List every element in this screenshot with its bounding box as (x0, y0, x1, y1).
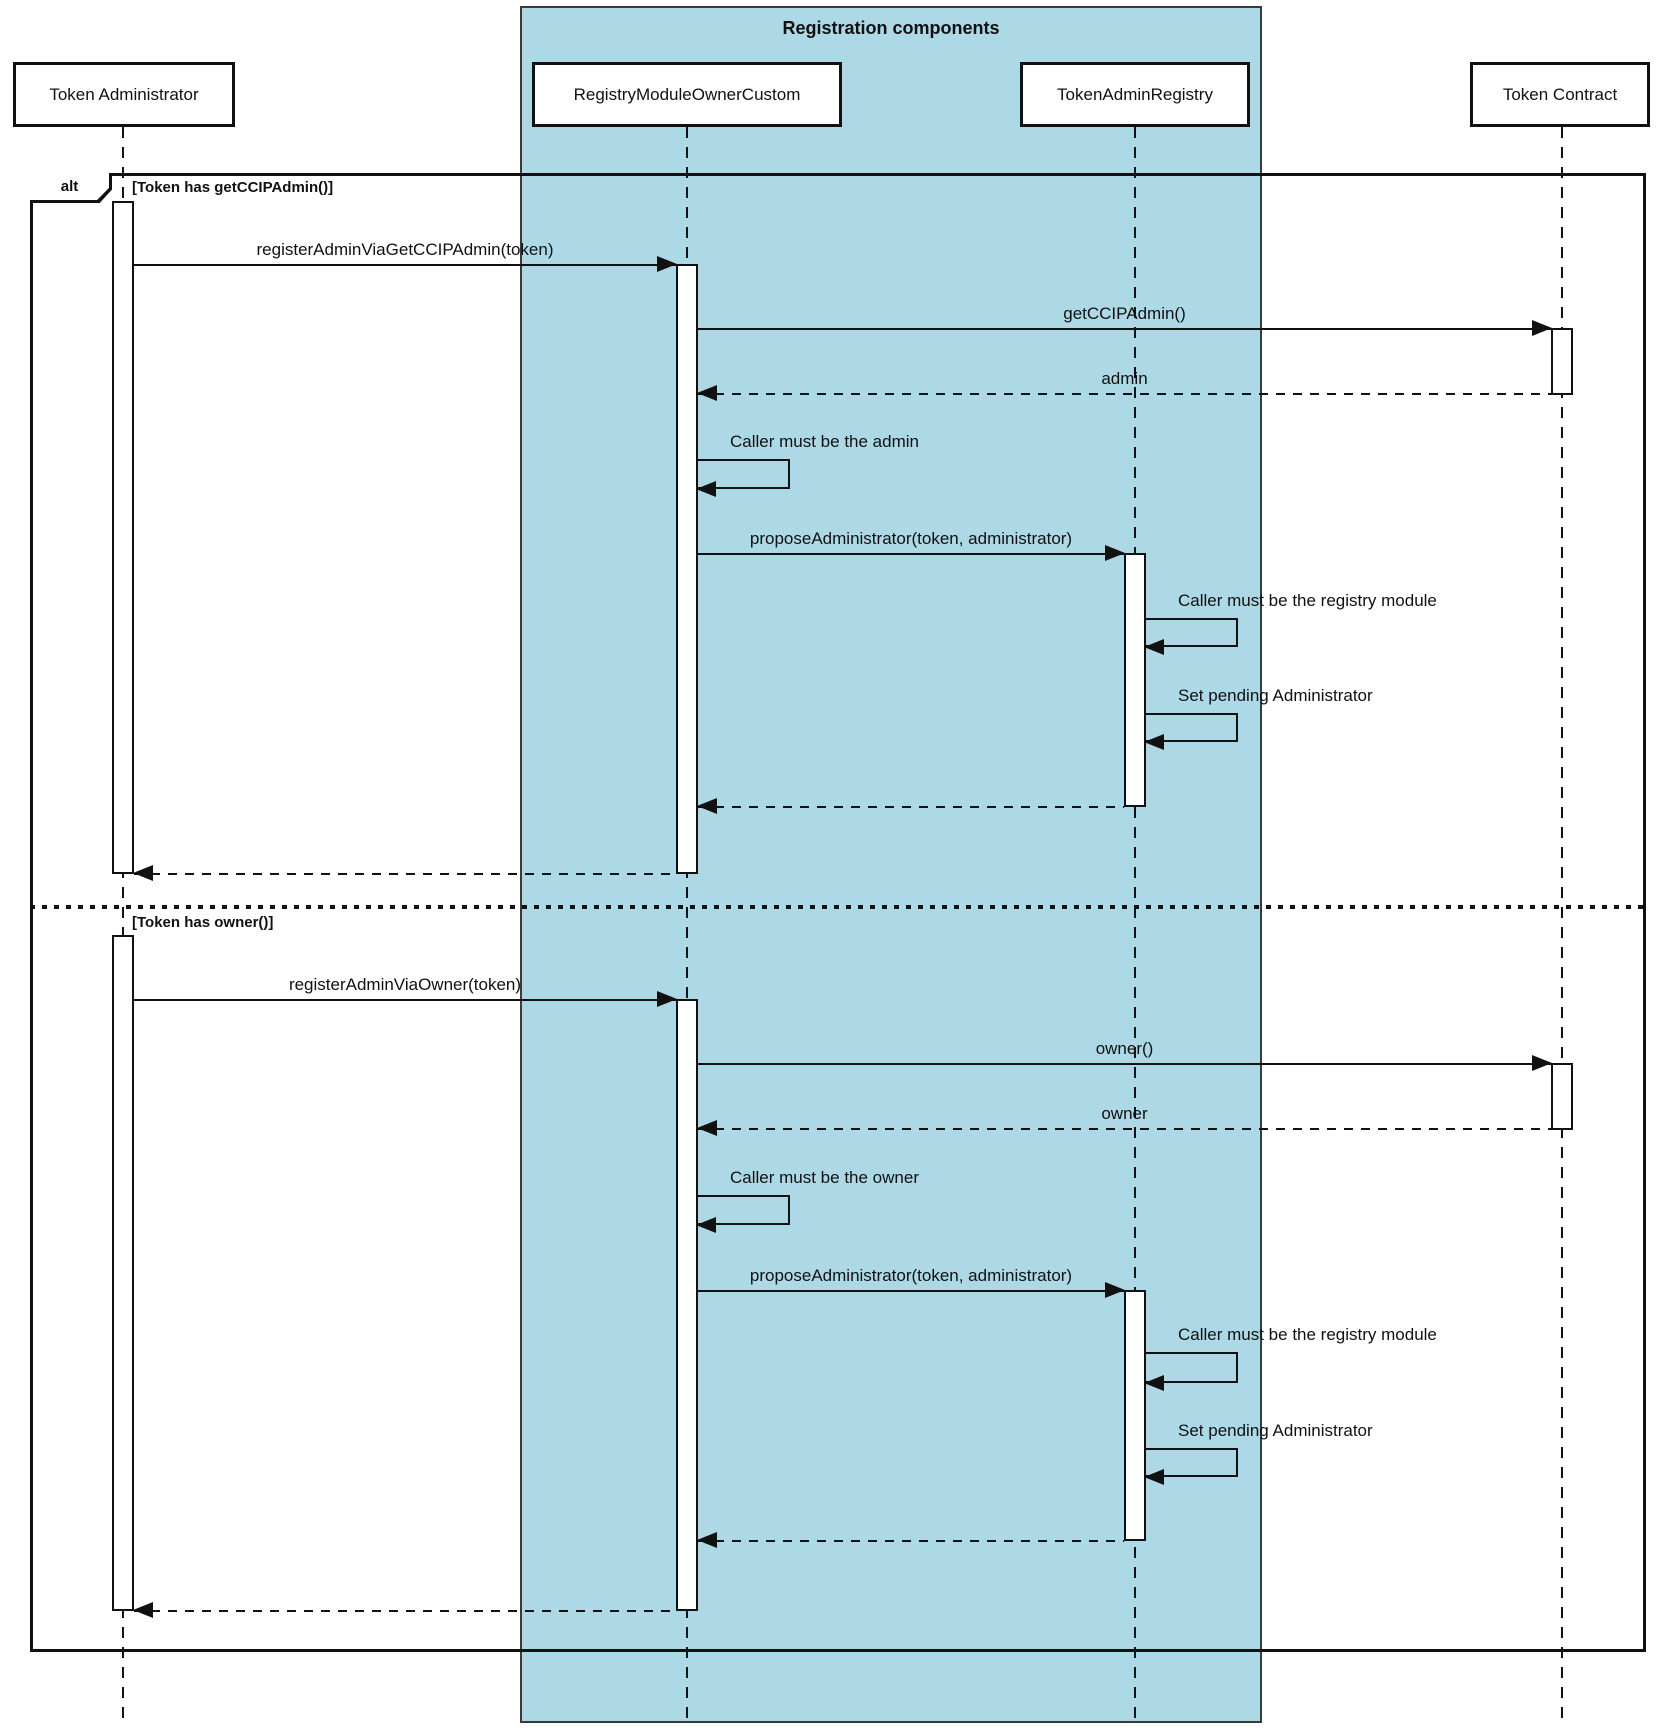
self-call-loop-owner-check (696, 1195, 790, 1233)
arrowhead-left-icon (1144, 1469, 1164, 1485)
arrowhead-right-icon (1532, 1055, 1552, 1071)
region-title: Registration components (782, 18, 1000, 38)
self-call-note-owner-check: Caller must be the owner (730, 1168, 919, 1187)
self-call-loop-set-pending-2 (1144, 1448, 1238, 1485)
message-line (134, 999, 676, 1001)
arrowhead-left-icon (697, 1120, 717, 1136)
alt-operator-tab: alt (30, 173, 112, 203)
message-line (698, 393, 1551, 395)
alt-divider (30, 905, 1646, 909)
activation-registry-module-2 (676, 999, 698, 1611)
arrowhead-right-icon (1532, 320, 1552, 336)
participant-label: Token Contract (1502, 84, 1618, 104)
self-call-note-registry-check-2: Caller must be the registry module (1178, 1325, 1437, 1344)
registration-components-region: Registration components (520, 6, 1262, 1723)
arrowhead-left-icon (133, 865, 153, 881)
message-line (698, 328, 1551, 330)
arrowhead-left-icon (1144, 1375, 1164, 1391)
message-label: proposeAdministrator(token, administrato… (749, 529, 1073, 548)
arrowhead-right-icon (657, 991, 677, 1007)
message-label: proposeAdministrator(token, administrato… (749, 1266, 1073, 1285)
message-line (134, 264, 676, 266)
participant-label: Token Administrator (49, 84, 199, 104)
arrowhead-left-icon (133, 1602, 153, 1618)
arrowhead-left-icon (697, 798, 717, 814)
participant-box-token-admin-registry: TokenAdminRegistry (1020, 62, 1250, 127)
message-label: getCCIPAdmin() (1063, 304, 1186, 323)
self-call-loop-registry-check-1 (1144, 618, 1238, 655)
participant-box-token-administrator: Token Administrator (13, 62, 235, 127)
self-call-note-registry-check-1: Caller must be the registry module (1178, 591, 1437, 610)
self-call-note-set-pending-2: Set pending Administrator (1178, 1421, 1373, 1440)
arrowhead-left-icon (696, 481, 716, 497)
self-call-loop-set-pending-1 (1144, 713, 1238, 750)
message-label: admin (1101, 369, 1148, 388)
arrowhead-right-icon (1105, 545, 1125, 561)
arrowhead-right-icon (657, 256, 677, 272)
arrowhead-left-icon (1144, 734, 1164, 750)
participant-label: RegistryModuleOwnerCustom (573, 84, 801, 104)
lifeline-token-contract (1561, 127, 1563, 1724)
activation-token-contract-1 (1551, 328, 1573, 395)
arrowhead-left-icon (696, 1217, 716, 1233)
activation-token-admin-registry-1 (1124, 553, 1146, 807)
message-label: owner() (1095, 1039, 1154, 1058)
message-line (698, 806, 1124, 808)
activation-token-administrator-2 (112, 935, 134, 1611)
lifeline-registry-module-owner-custom (686, 127, 688, 1724)
self-call-note-set-pending-1: Set pending Administrator (1178, 686, 1373, 705)
message-line (698, 1063, 1551, 1065)
arrowhead-left-icon (1144, 639, 1164, 655)
message-line (134, 1610, 676, 1612)
message-label: owner (1101, 1104, 1148, 1123)
message-line (698, 1540, 1124, 1542)
alt-operator-label: alt (30, 173, 109, 200)
lifeline-token-admin-registry (1134, 127, 1136, 1724)
arrowhead-left-icon (697, 385, 717, 401)
arrowhead-right-icon (1105, 1282, 1125, 1298)
activation-token-admin-registry-2 (1124, 1290, 1146, 1541)
participant-label: TokenAdminRegistry (1057, 84, 1213, 104)
self-call-note-admin-check: Caller must be the admin (730, 432, 919, 451)
participant-box-token-contract: Token Contract (1470, 62, 1650, 127)
message-label: registerAdminViaGetCCIPAdmin(token) (256, 240, 554, 259)
message-line (134, 873, 676, 875)
alt-frame (30, 173, 1646, 1652)
message-line (698, 553, 1124, 555)
alt-condition-2: [Token has owner()] (132, 914, 274, 931)
message-label: registerAdminViaOwner(token) (288, 975, 522, 994)
activation-token-administrator-1 (112, 201, 134, 874)
message-line (698, 1128, 1551, 1130)
participant-box-registry-module-owner-custom: RegistryModuleOwnerCustom (532, 62, 842, 127)
alt-condition-1: [Token has getCCIPAdmin()] (132, 179, 334, 196)
message-line (698, 1290, 1124, 1292)
activation-registry-module-1 (676, 264, 698, 874)
activation-token-contract-2 (1551, 1063, 1573, 1130)
lifeline-token-administrator (122, 127, 124, 1724)
arrowhead-left-icon (697, 1532, 717, 1548)
self-call-loop-admin-check (696, 459, 790, 497)
self-call-loop-registry-check-2 (1144, 1352, 1238, 1391)
